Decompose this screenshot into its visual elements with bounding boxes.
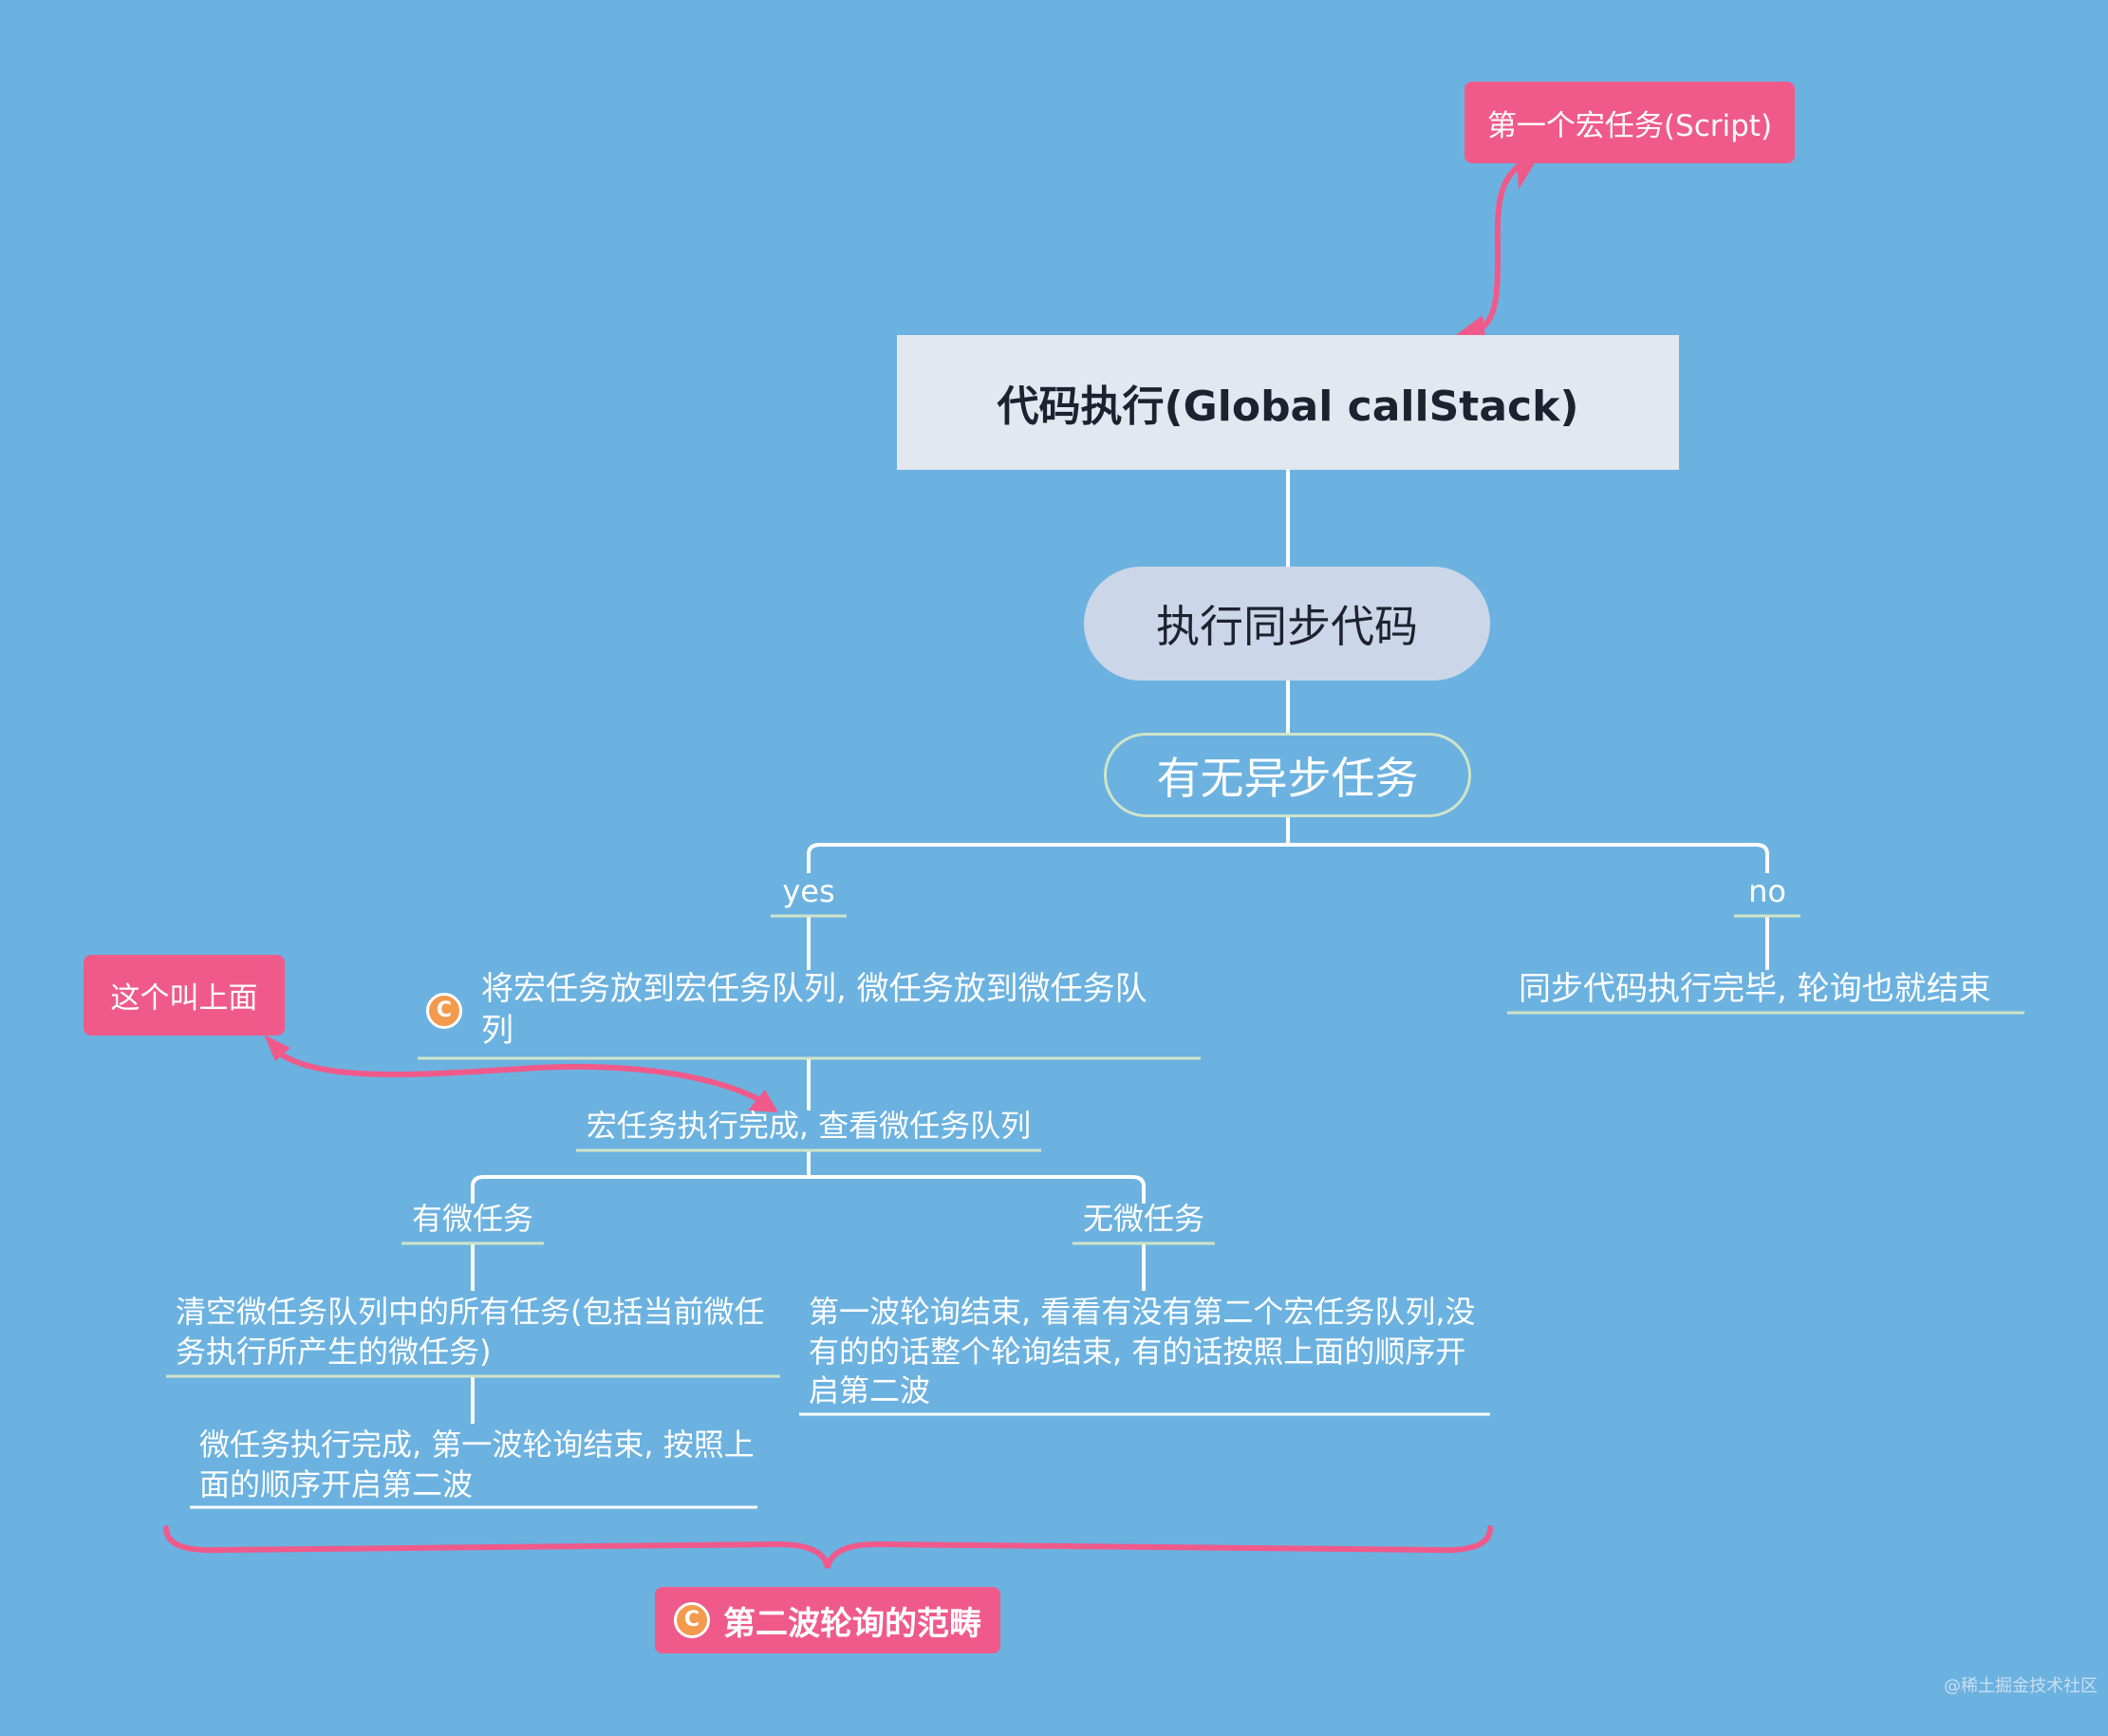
yes-action-line-2: 列 [481, 1012, 513, 1051]
no-action-text: 同步代码执行完毕, 轮询也就结束 [1519, 970, 1991, 1008]
brace-second-wave [163, 1525, 1493, 1569]
no-micro-result-line-1: 第一波轮询结束, 看看有没有第二个宏任务队列,没 [809, 1294, 1476, 1330]
clear-micro-text: 清空微任务队列中的所有任务(包括当前微任 务执行所产生的微任务) [176, 1293, 783, 1372]
no-micro-result-line-2: 有的的话整个轮询结束, 有的话按照上面的顺序开 [809, 1333, 1466, 1370]
orange-c-icon: C [426, 993, 462, 1029]
watermark: @稀土掘金技术社区 [1944, 1676, 2098, 1696]
connector-branch-yes-no [807, 843, 1769, 873]
no-micro-result-line-3: 启第二波 [809, 1372, 931, 1409]
yes-action-text: 将宏任务放到宏任务队列, 微任务放到微任务队 列 [481, 968, 1203, 1052]
arrowhead-above [264, 1035, 290, 1061]
arrow-script-to-root [1473, 163, 1521, 335]
callout-second-wave: C 第二波轮询的范畴 [655, 1587, 1000, 1653]
clear-micro-line-2: 务执行所产生的微任务) [176, 1333, 492, 1370]
async-question-node: 有无异步任务 [1104, 733, 1471, 817]
micro-done-line-1: 微任务执行完成, 第一波轮询结束, 按照上 [199, 1427, 755, 1463]
micro-done-text: 微任务执行完成, 第一波轮询结束, 按照上 面的顺序开启第二波 [199, 1426, 769, 1504]
micro-done-line-2: 面的顺序开启第二波 [199, 1465, 474, 1503]
yes-action-line-1: 将宏任务放到宏任务队列, 微任务放到微任务队 [481, 970, 1147, 1008]
macro-done-text: 宏任务执行完成, 查看微任务队列 [586, 1108, 1032, 1144]
arrow-above-to-macro [272, 1047, 774, 1109]
sync-node: 执行同步代码 [1084, 567, 1490, 681]
branch-label-no: no [1748, 873, 1786, 909]
callout-second-wave-label: 第二波轮询的范畴 [723, 1604, 981, 1643]
callout-above: 这个叫上面 [84, 955, 285, 1036]
callout-pointer [1517, 161, 1536, 190]
arrowhead-macro [748, 1090, 778, 1112]
connector-branch-micro [471, 1175, 1146, 1204]
no-micro-result-text: 第一波轮询结束, 看看有没有第二个宏任务队列,没 有的的话整个轮询结束, 有的话… [809, 1293, 1492, 1411]
yes-action-icon: C [426, 993, 462, 1029]
no-micro-label: 无微任务 [1082, 1201, 1204, 1237]
clear-micro-line-1: 清空微任务队列中的所有任务(包括当前微任 [176, 1294, 765, 1330]
orange-c-icon: C [674, 1602, 710, 1638]
branch-label-yes: yes [782, 873, 835, 909]
callout-script: 第一个宏任务(Script) [1464, 82, 1795, 163]
root-node: 代码执行(Global callStack) [897, 335, 1679, 470]
has-micro-label: 有微任务 [411, 1201, 533, 1237]
